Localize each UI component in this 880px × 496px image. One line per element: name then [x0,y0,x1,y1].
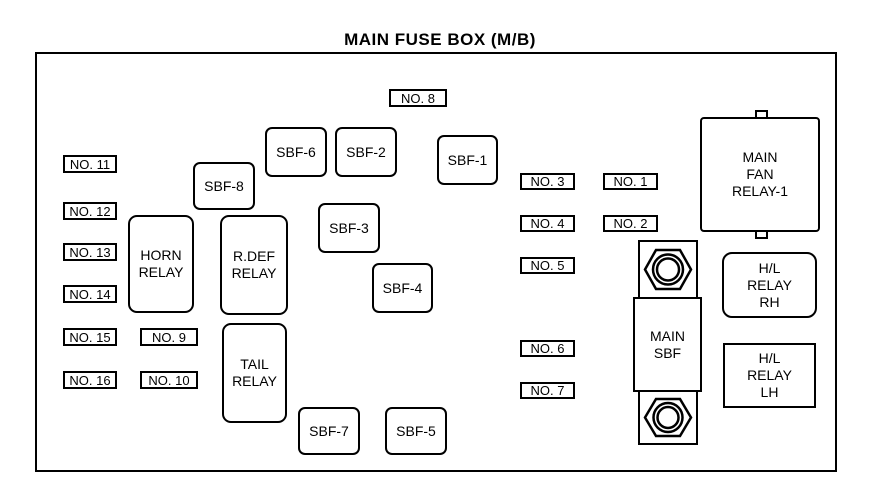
main-sbf-terminal-top [638,240,698,299]
relay-label-line: RELAY [232,373,277,389]
fuse-label-no-11: NO. 11 [63,155,117,173]
fuse-label-line: SBF [653,344,682,361]
relay-label-line: H/L [758,350,781,366]
relay-label-line: RELAY [747,367,792,383]
bolt-nut-icon [643,397,693,438]
relay-label-line: LH [760,384,779,400]
relay-headlight-rh: H/L RELAY RH [722,252,817,318]
fuse-label-no-4: NO. 4 [520,215,575,232]
fuse-sbf-1: SBF-1 [437,135,498,185]
relay-label-line: RELAY [747,276,792,293]
relay-label-line: RELAY [138,264,184,280]
fuse-label-no-13: NO. 13 [63,243,117,261]
fuse-sbf-8: SBF-8 [193,162,255,210]
relay-main-fan-1: MAIN FAN RELAY-1 [700,117,820,232]
fuse-sbf-5: SBF-5 [385,407,447,455]
fuse-sbf-2: SBF-2 [335,127,397,177]
fuse-sbf-3: SBF-3 [318,203,380,253]
main-sbf-terminal-bottom [638,390,698,445]
fuse-label-line: MAIN [650,327,685,344]
relay-label-line: FAN [746,166,774,182]
fuse-label-no-8: NO. 8 [389,89,447,107]
fuse-sbf-7: SBF-7 [298,407,360,455]
fuse-label-no-9: NO. 9 [140,328,198,346]
fuse-label-no-6: NO. 6 [520,340,575,357]
relay-horn: HORN RELAY [128,215,194,313]
fuse-sbf-6: SBF-6 [265,127,327,177]
fuse-label-no-12: NO. 12 [63,202,117,220]
relay-headlight-lh: H/L RELAY LH [723,343,816,408]
fuse-label-no-1: NO. 1 [603,173,658,190]
fuse-label-no-7: NO. 7 [520,382,575,399]
relay-label-line: RH [759,293,780,310]
fuse-label-no-14: NO. 14 [63,285,117,303]
fuse-label-no-10: NO. 10 [140,371,198,389]
relay-label-line: MAIN [742,149,778,165]
fuse-box-outline [35,52,837,472]
bolt-nut-icon [643,248,693,291]
fuse-label-no-3: NO. 3 [520,173,575,190]
fuse-label-no-2: NO. 2 [603,215,658,232]
diagram-title: MAIN FUSE BOX (M/B) [344,30,536,49]
relay-label-line: RELAY-1 [731,183,789,199]
relay-rear-defogger: R.DEF RELAY [220,215,288,315]
relay-label-line: HORN [140,247,182,263]
fuse-label-no-5: NO. 5 [520,257,575,274]
relay-label-line: TAIL [240,356,269,372]
relay-label-line: R.DEF [233,248,275,264]
relay-tail: TAIL RELAY [222,323,287,423]
fuse-sbf-4: SBF-4 [372,263,433,313]
fuse-label-no-16: NO. 16 [63,371,117,389]
relay-label-line: RELAY [231,265,277,281]
fuse-label-no-15: NO. 15 [63,328,117,346]
fuse-main-sbf: MAIN SBF [633,297,702,392]
relay-label-line: H/L [758,259,781,276]
